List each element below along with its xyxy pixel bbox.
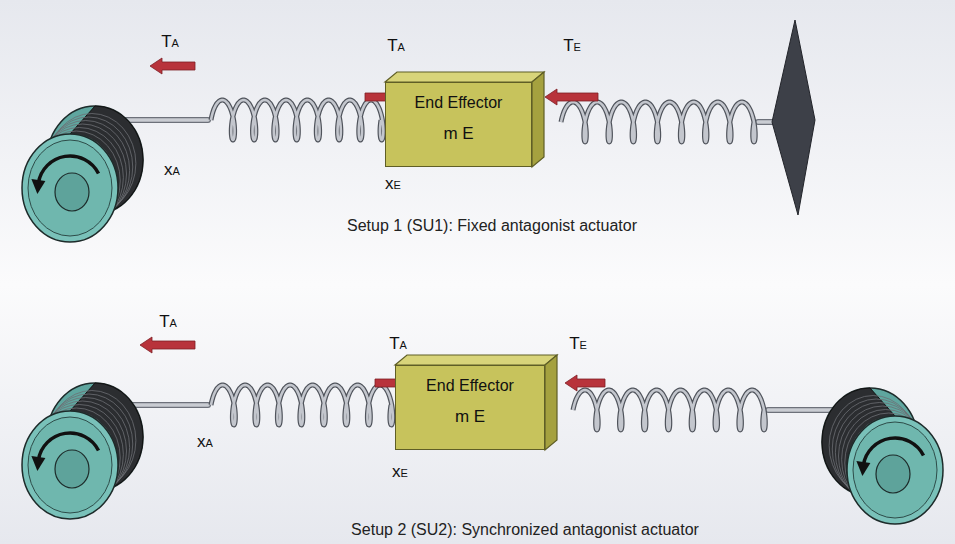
setup-caption: Setup 1 (SU1): Fixed antagonist actuator: [347, 217, 637, 235]
tension-symbol: TE: [563, 36, 581, 56]
box-side-face: [545, 355, 557, 450]
spring: [561, 102, 755, 142]
mass-label: m E: [404, 406, 536, 427]
spring: [211, 100, 383, 140]
end-effector-box: End Effector m E: [385, 82, 532, 167]
position-symbol: xE: [392, 462, 408, 482]
force-arrow: [150, 58, 195, 74]
tension-symbol: TA: [387, 36, 405, 56]
spring: [211, 385, 393, 425]
spring: [211, 385, 393, 425]
box-title: End Effector: [394, 93, 523, 113]
position-symbol: xA: [197, 432, 213, 452]
tension-symbol: TA: [389, 334, 407, 354]
setup-caption: Setup 2 (SU2): Synchronized antagonist a…: [351, 521, 699, 539]
fixed-wall: [772, 20, 815, 215]
panel-background: [0, 285, 955, 544]
position-symbol: xE: [385, 174, 401, 194]
position-symbol: xA: [164, 160, 180, 180]
end-effector-box: End Effector m E: [395, 365, 545, 450]
tension-symbol: TA: [161, 32, 179, 52]
spring: [573, 390, 765, 430]
spring: [561, 102, 755, 142]
panel-background: [0, 0, 955, 285]
mass-label: m E: [394, 123, 523, 144]
box-title: End Effector: [404, 376, 536, 396]
cable-drum: [22, 106, 143, 242]
cable-drum: [822, 388, 943, 524]
tension-symbol: TA: [159, 312, 177, 332]
force-arrow: [140, 337, 195, 353]
box-top-face: [385, 72, 544, 82]
box-top-face: [395, 355, 557, 365]
spring: [573, 390, 765, 430]
cable-drum: [22, 383, 143, 519]
box-side-face: [532, 72, 544, 167]
force-arrow: [545, 89, 598, 105]
force-arrow: [565, 375, 605, 391]
tension-symbol: TE: [569, 334, 587, 354]
spring: [211, 100, 383, 140]
